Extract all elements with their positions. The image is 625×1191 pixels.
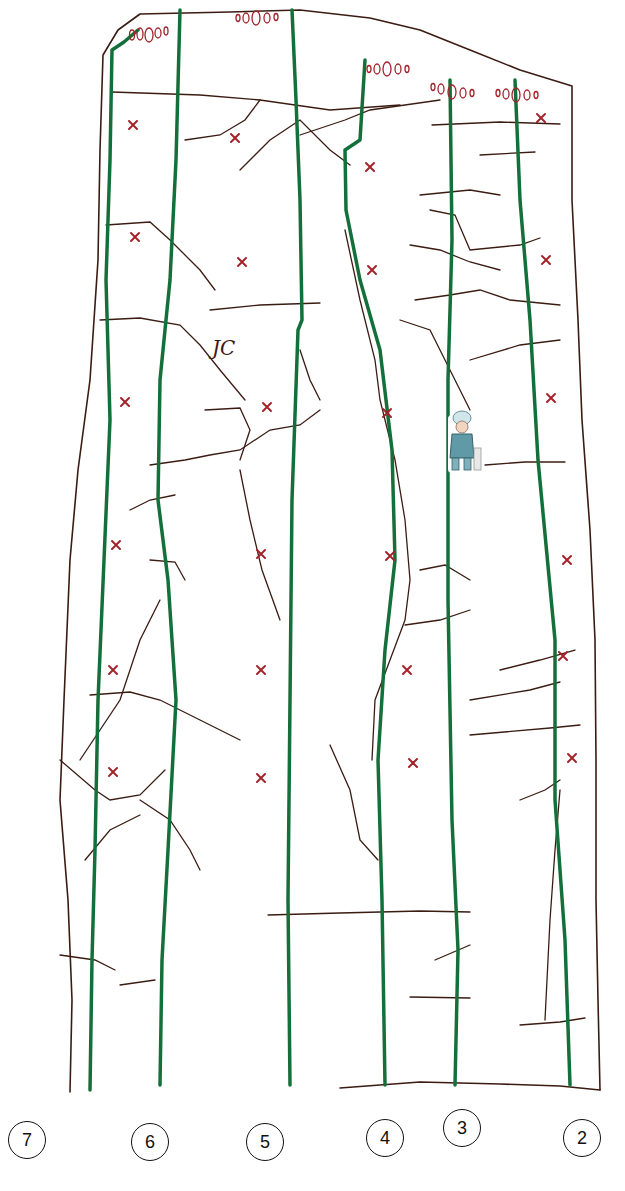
- route-number: 4: [366, 1119, 404, 1157]
- route-number: 3: [443, 1109, 481, 1147]
- rock-outline: [60, 10, 600, 1092]
- climber-figure: [448, 411, 481, 473]
- route-number: 2: [563, 1119, 601, 1157]
- cracks: [60, 92, 585, 1025]
- route-number-text: 3: [457, 1119, 467, 1137]
- rock-mark-text: JC: [212, 338, 235, 358]
- route-number: 5: [246, 1123, 284, 1161]
- route-number: 7: [8, 1121, 46, 1159]
- route-number-text: 4: [380, 1129, 390, 1147]
- bolt-marks: [109, 114, 576, 782]
- route-number-text: 5: [260, 1133, 270, 1151]
- anchor-rings: [130, 11, 539, 102]
- route-number-text: 7: [22, 1131, 32, 1149]
- route-lines: [90, 10, 570, 1090]
- route-number-text: 2: [577, 1129, 587, 1147]
- route-number-text: 6: [145, 1133, 155, 1151]
- route-number: 6: [131, 1123, 169, 1161]
